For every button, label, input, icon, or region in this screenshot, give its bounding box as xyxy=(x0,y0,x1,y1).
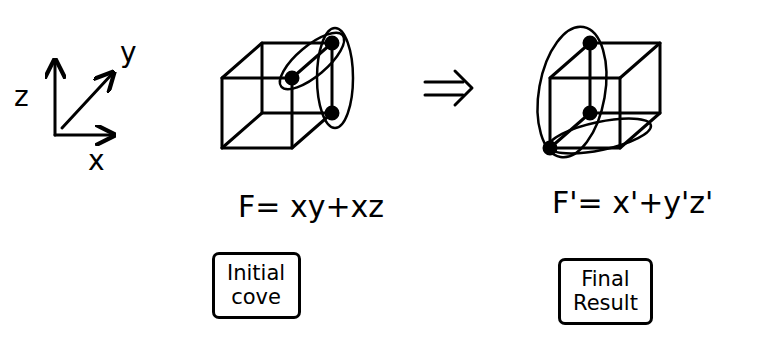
axis-label: z xyxy=(14,82,29,113)
box-text: Final Result xyxy=(573,267,638,315)
initial-cover-box: Initial cove xyxy=(212,252,301,319)
axis-label: y xyxy=(120,38,137,69)
axis-symbol xyxy=(55,62,112,135)
function-expression: F= xy+xz xyxy=(238,190,384,223)
box-text: Initial cove xyxy=(227,261,285,309)
implies-arrow xyxy=(425,71,472,105)
initial-cube xyxy=(222,24,353,148)
final-result-box: Final Result xyxy=(558,258,653,325)
final-cube xyxy=(528,21,660,162)
function-expression: F'= x'+y'z' xyxy=(552,186,713,219)
axis-label: x xyxy=(88,146,105,177)
